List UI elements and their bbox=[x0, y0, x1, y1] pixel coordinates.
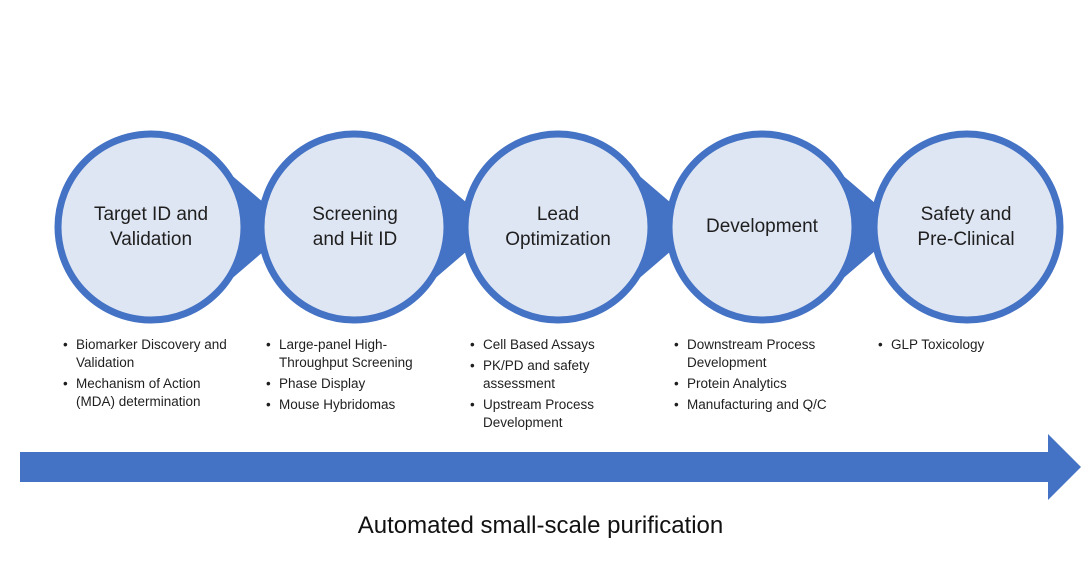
stage-title-line: Lead bbox=[536, 204, 580, 225]
stage-circle bbox=[870, 130, 1064, 324]
stage-bullets-lead-optimization: Cell Based Assays PK/PD and safety asses… bbox=[470, 336, 630, 435]
bullet-item: Phase Display bbox=[266, 375, 436, 393]
bullet-item: GLP Toxicology bbox=[878, 336, 1028, 354]
stage-title-line: Pre-Clinical bbox=[917, 229, 1015, 250]
bullet-item: Manufacturing and Q/C bbox=[674, 396, 849, 414]
stage-bullets-screening: Large-panel High-Throughput Screening Ph… bbox=[266, 336, 436, 417]
stage-title-target-id: Target ID and Validation bbox=[66, 202, 236, 252]
stage-title-line: Screening bbox=[312, 204, 398, 225]
stage-title-line: Optimization bbox=[505, 229, 611, 250]
stage-circle bbox=[257, 130, 451, 324]
stage-title-line: Validation bbox=[109, 229, 193, 250]
bullet-item: PK/PD and safety assessment bbox=[470, 357, 630, 393]
stage-circle bbox=[54, 130, 248, 324]
stage-title-screening: Screening and Hit ID bbox=[270, 202, 440, 252]
diagram-caption: Automated small-scale purification bbox=[357, 512, 724, 539]
stage-bullets-safety: GLP Toxicology bbox=[878, 336, 1028, 357]
stage-title-safety: Safety and Pre-Clinical bbox=[881, 202, 1051, 252]
stage-bullets-target-id: Biomarker Discovery and Validation Mecha… bbox=[63, 336, 228, 414]
bullet-item: Biomarker Discovery and Validation bbox=[63, 336, 228, 372]
stage-title-lead-optimization: Lead Optimization bbox=[473, 202, 643, 252]
bullet-item: Downstream Process Development bbox=[674, 336, 849, 372]
bullet-item: Upstream Process Development bbox=[470, 396, 630, 432]
bullet-item: Mouse Hybridomas bbox=[266, 396, 436, 414]
stage-title-line: Target ID and bbox=[93, 204, 209, 225]
bullet-item: Protein Analytics bbox=[674, 375, 849, 393]
bullet-item: Mechanism of Action (MDA) determination bbox=[63, 375, 228, 411]
stage-title-development: Development bbox=[677, 214, 847, 239]
stage-title-line: Safety and bbox=[920, 204, 1012, 225]
bullet-item: Cell Based Assays bbox=[470, 336, 630, 354]
stage-title-line: Development bbox=[706, 216, 818, 237]
stage-bullets-development: Downstream Process Development Protein A… bbox=[674, 336, 849, 417]
stage-circle bbox=[665, 130, 859, 324]
process-arrow bbox=[20, 434, 1081, 500]
stage-title-line: and Hit ID bbox=[312, 229, 398, 250]
stage-shapes bbox=[54, 130, 1064, 324]
bullet-item: Large-panel High-Throughput Screening bbox=[266, 336, 436, 372]
stage-circle bbox=[461, 130, 655, 324]
